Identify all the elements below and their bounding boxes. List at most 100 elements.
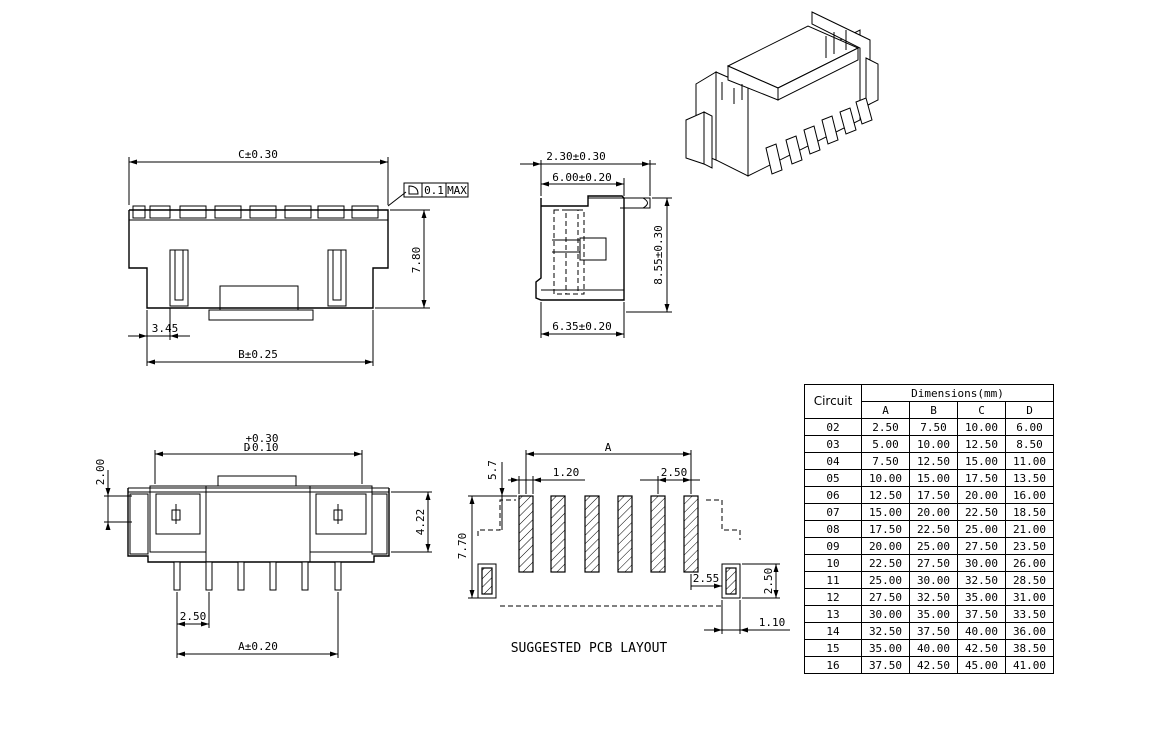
dimension-cell: 25.00 [909, 537, 958, 555]
dimension-cell: 33.50 [1005, 605, 1054, 623]
circuit-header: Circuit [804, 384, 862, 419]
column-header-b: B [909, 401, 958, 419]
pcb-pad [584, 495, 600, 573]
dimension-cell: 15.00 [861, 503, 910, 521]
dimension-cell: 41.00 [1005, 656, 1054, 674]
dimension-cell: 40.00 [909, 639, 958, 657]
dimension-cell: 25.00 [957, 520, 1006, 538]
dimension-cell: 8.50 [1005, 435, 1054, 453]
dimension-cell: 42.50 [909, 656, 958, 674]
dimension-cell: 12.50 [861, 486, 910, 504]
dimension-cell: 36.00 [1005, 622, 1054, 640]
pcb-pad [650, 495, 666, 573]
dimension-cell: 30.00 [909, 571, 958, 589]
column-header-c: C [957, 401, 1006, 419]
circuit-cell: 14 [804, 622, 862, 640]
dimension-cell: 37.50 [861, 656, 910, 674]
dimension-cell: 20.00 [957, 486, 1006, 504]
circuit-cell: 11 [804, 571, 862, 589]
dimension-cell: 22.50 [909, 520, 958, 538]
dimension-cell: 7.50 [909, 418, 958, 436]
dimension-cell: 5.00 [861, 435, 910, 453]
column-header-d: D [1005, 401, 1054, 419]
dimension-cell: 30.00 [957, 554, 1006, 572]
dimension-cell: 12.50 [909, 452, 958, 470]
pcb-pad [617, 495, 633, 573]
dimension-cell: 40.00 [957, 622, 1006, 640]
dimension-cell: 21.00 [1005, 520, 1054, 538]
circuit-cell: 09 [804, 537, 862, 555]
pcb-layout: A 5.7 1.20 2.50 7.70 2.55 [456, 441, 790, 656]
dimension-cell: 31.00 [1005, 588, 1054, 606]
dimension-cell: 11.00 [1005, 452, 1054, 470]
dim-255-label: 2.55 [693, 572, 720, 585]
circuit-cell: 07 [804, 503, 862, 521]
dimension-cell: 35.00 [957, 588, 1006, 606]
dim-a-label: A±0.20 [238, 640, 278, 653]
dim-110-label: 1.10 [759, 616, 786, 629]
circuit-cell: 04 [804, 452, 862, 470]
dim-d-label: D [244, 441, 251, 454]
dimension-cell: 22.50 [861, 554, 910, 572]
dimension-cell: 32.50 [957, 571, 1006, 589]
dimension-cell: 27.50 [909, 554, 958, 572]
circuit-cell: 05 [804, 469, 862, 487]
dimension-cell: 35.00 [909, 605, 958, 623]
circuit-cell: 15 [804, 639, 862, 657]
dimension-cell: 17.50 [957, 469, 1006, 487]
dimension-cell: 27.50 [861, 588, 910, 606]
dimension-cell: 10.00 [861, 469, 910, 487]
pcb-dim-a-label: A [605, 441, 612, 454]
dimension-cell: 27.50 [957, 537, 1006, 555]
dim-c-label: C±0.30 [238, 148, 278, 161]
dim-422-label: 4.22 [414, 509, 427, 536]
dimensions-header: Dimensions(mm) [861, 384, 1054, 402]
circuit-cell: 02 [804, 418, 862, 436]
dimension-cell: 30.00 [861, 605, 910, 623]
dim-250-top-label: 2.50 [661, 466, 688, 479]
pcb-pad [683, 495, 699, 573]
dimension-cell: 15.00 [957, 452, 1006, 470]
dimension-cell: 13.50 [1005, 469, 1054, 487]
dim-200-label: 2.00 [94, 459, 107, 486]
dim-b-label: B±0.25 [238, 348, 278, 361]
dim-855-label: 8.55±0.30 [652, 225, 665, 285]
dimension-cell: 37.50 [909, 622, 958, 640]
dimension-cell: 32.50 [861, 622, 910, 640]
dim-250-label: 2.50 [180, 610, 207, 623]
dim-770-label: 7.70 [456, 533, 469, 560]
dimension-cell: 35.00 [861, 639, 910, 657]
dimension-cell: 2.50 [861, 418, 910, 436]
dimension-cell: 18.50 [1005, 503, 1054, 521]
dim-345-label: 3.45 [152, 322, 179, 335]
dimension-cell: 28.50 [1005, 571, 1054, 589]
dimension-cell: 7.50 [861, 452, 910, 470]
dim-230-label: 2.30±0.30 [546, 150, 606, 163]
dimension-cell: 32.50 [909, 588, 958, 606]
dimension-cell: 22.50 [957, 503, 1006, 521]
bottom-view: D +0.30 -0.10 2.00 4.22 2.50 A±0.20 [94, 432, 432, 658]
pcb-pad [518, 495, 534, 573]
mount-pad-right [725, 567, 737, 595]
dimension-cell: 10.00 [909, 435, 958, 453]
dim-635-label: 6.35±0.20 [552, 320, 612, 333]
dimension-cell: 42.50 [957, 639, 1006, 657]
dimension-cell: 6.00 [1005, 418, 1054, 436]
dimension-cell: 17.50 [861, 520, 910, 538]
flatness-max: MAX [447, 184, 467, 197]
circuit-cell: 03 [804, 435, 862, 453]
dim-600-label: 6.00±0.20 [552, 171, 612, 184]
dimension-cell: 16.00 [1005, 486, 1054, 504]
dimension-cell: 38.50 [1005, 639, 1054, 657]
isometric-view [685, 11, 879, 177]
dim-height-label: 7.80 [410, 247, 423, 274]
